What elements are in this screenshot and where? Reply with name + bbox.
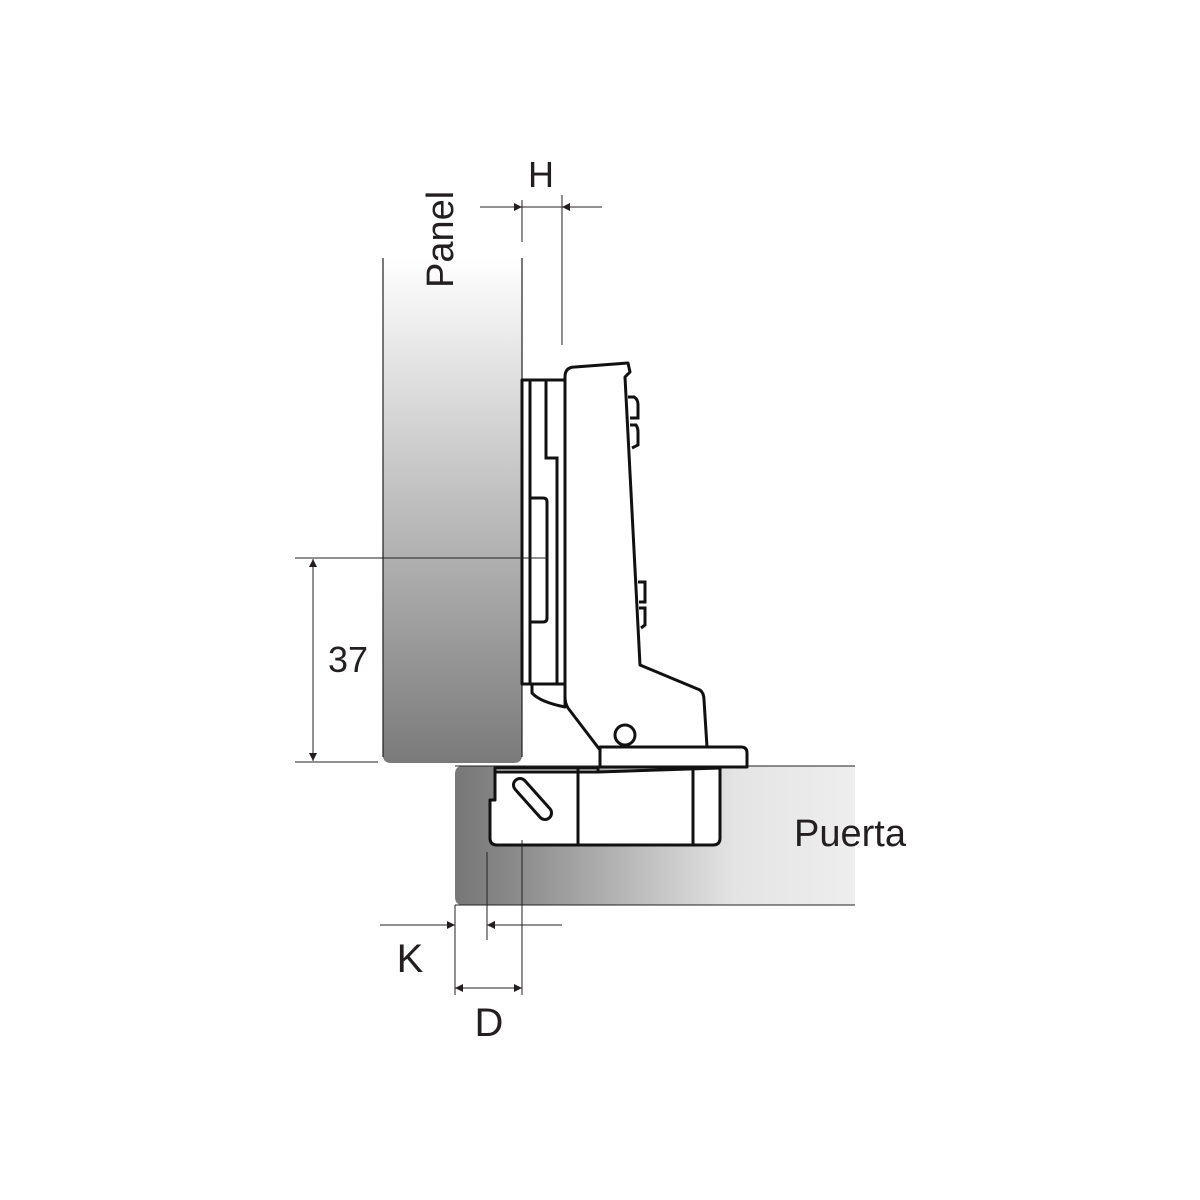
label-37: 37 (328, 639, 368, 680)
hinge-arm (563, 361, 749, 769)
base-plate (598, 745, 749, 769)
label-d: D (475, 1001, 504, 1045)
label-k: K (397, 937, 424, 981)
cabinet-panel (382, 258, 523, 763)
dimension-37: 37 (295, 557, 548, 763)
mounting-plate (520, 378, 568, 709)
pivot-pin (613, 723, 637, 747)
label-h: H (528, 154, 554, 195)
label-panel: Panel (420, 191, 462, 288)
label-puerta: Puerta (794, 813, 907, 855)
dimension-k-d: K D (380, 840, 562, 1045)
hinge-cup (488, 766, 722, 847)
dimension-h: H (480, 154, 602, 345)
